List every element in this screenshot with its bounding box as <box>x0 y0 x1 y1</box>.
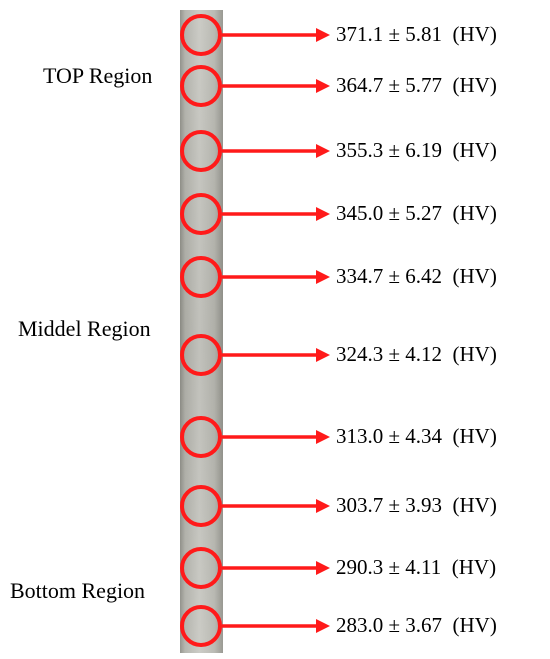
indentation-circle <box>180 14 222 56</box>
hardness-value-label: 313.0 ± 4.34 (HV) <box>336 424 497 448</box>
hardness-value-label: 283.0 ± 3.67 (HV) <box>336 613 497 637</box>
indentation-circle <box>180 65 222 107</box>
specimen-shade <box>180 10 223 653</box>
hardness-value-label: 371.1 ± 5.81 (HV) <box>336 22 497 46</box>
region-label-top: TOP Region <box>43 63 153 88</box>
hardness-value-label: 355.3 ± 6.19 (HV) <box>336 138 497 162</box>
hardness-value-label: 334.7 ± 6.42 (HV) <box>336 264 497 288</box>
indentation-circle <box>180 130 222 172</box>
region-label-middle: Middel Region <box>18 316 151 341</box>
hardness-value-label: 345.0 ± 5.27 (HV) <box>336 201 497 225</box>
arrow-head <box>316 79 330 93</box>
hardness-value-label: 364.7 ± 5.77 (HV) <box>336 73 497 97</box>
region-label-bottom: Bottom Region <box>10 578 146 603</box>
arrow-head <box>316 619 330 633</box>
hardness-value-label: 290.3 ± 4.11 (HV) <box>336 555 497 579</box>
indentation-circle <box>180 334 222 376</box>
arrow-head <box>316 28 330 42</box>
hardness-value-label: 303.7 ± 3.93 (HV) <box>336 493 497 517</box>
indentation-circle <box>180 193 222 235</box>
indentation-circle <box>180 547 222 589</box>
hardness-value-label: 324.3 ± 4.12 (HV) <box>336 342 497 366</box>
arrow-head <box>316 430 330 444</box>
arrow-head <box>316 561 330 575</box>
arrow-head <box>316 207 330 221</box>
arrow-head <box>316 499 330 513</box>
arrow-head <box>316 348 330 362</box>
arrow-head <box>316 270 330 284</box>
indentation-circle <box>180 256 222 298</box>
arrow-head <box>316 144 330 158</box>
indentation-circle <box>180 416 222 458</box>
indentation-circle <box>180 605 222 647</box>
indentation-markers <box>180 14 330 647</box>
indentation-circle <box>180 485 222 527</box>
